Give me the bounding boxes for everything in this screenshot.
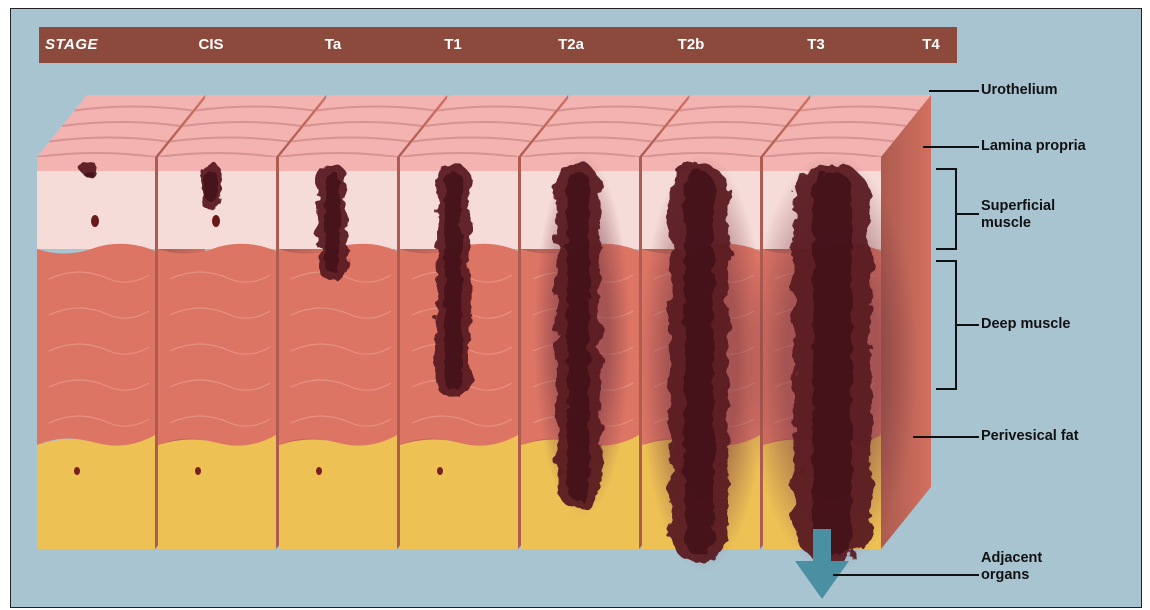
bracket-deep-muscle	[936, 261, 956, 389]
label-deep-muscle: Deep muscle	[981, 316, 1070, 333]
tissue-slabs	[37, 95, 931, 573]
label-adjacent-line2: organs	[981, 567, 1042, 584]
label-urothelium: Urothelium	[981, 82, 1058, 99]
bracket-superficial-muscle	[936, 169, 956, 249]
label-perivesical-fat: Perivesical fat	[981, 428, 1079, 445]
label-adjacent-line1: Adjacent	[981, 550, 1042, 567]
diagram-frame: STAGE CIS Ta T1 T2a T2b T3 T4	[10, 8, 1142, 608]
label-lamina-propria: Lamina propria	[981, 138, 1086, 155]
slab-t4	[746, 95, 931, 573]
label-superficial-line1: Superficial	[981, 198, 1055, 215]
label-adjacent-organs: Adjacent organs	[981, 550, 1042, 584]
tissue-diagram	[11, 9, 1141, 607]
label-superficial-line2: muscle	[981, 215, 1055, 232]
label-superficial-muscle: Superficial muscle	[981, 198, 1055, 232]
